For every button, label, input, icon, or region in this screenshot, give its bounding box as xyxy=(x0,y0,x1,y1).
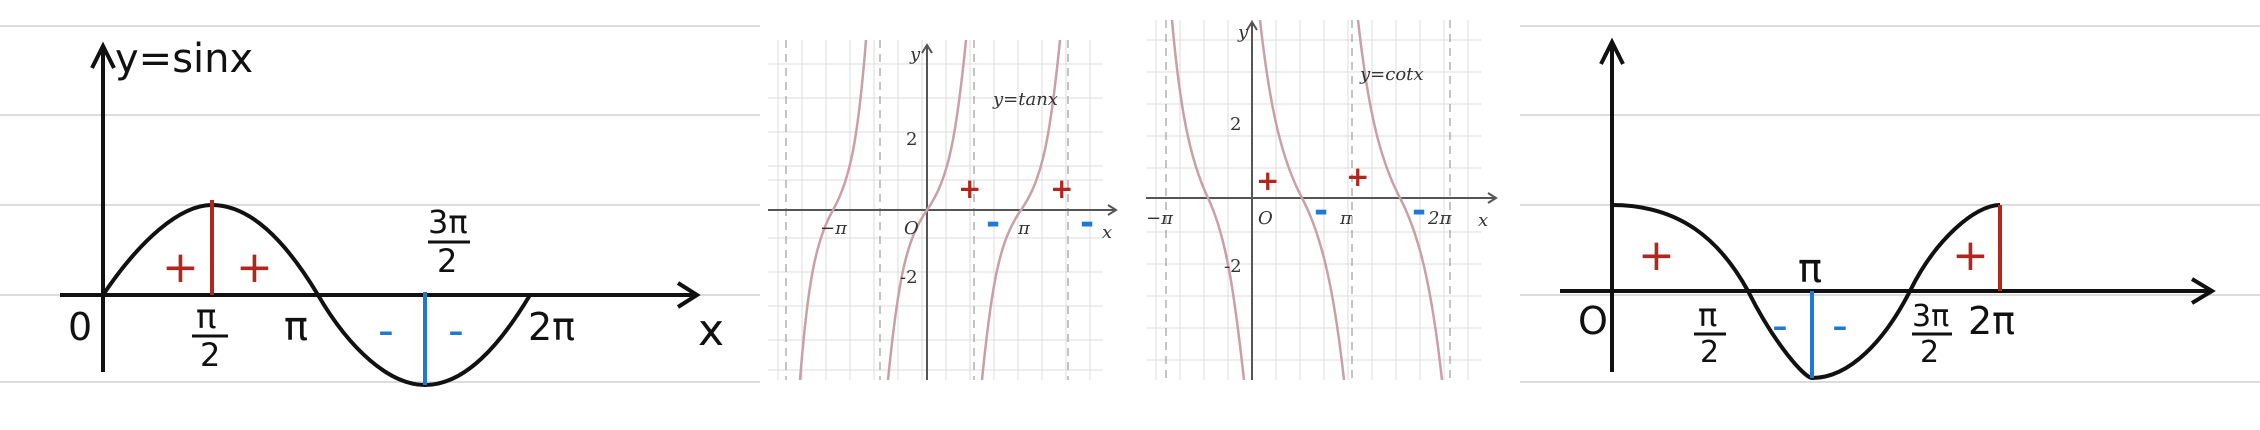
tan-graph-panel: y x y=tanx 2 -2 −π O π + + - - xyxy=(748,0,1126,430)
tan-branch xyxy=(798,39,868,381)
function-label: y=tanx xyxy=(992,89,1058,110)
tick-neg-pi: −π xyxy=(820,218,848,239)
pi-half-denominator: 2 xyxy=(200,336,220,374)
cos-sketch-svg: O π 2 π 3π 2 2π + + - - xyxy=(1520,25,2260,383)
origin-label: 0 xyxy=(68,305,92,349)
x-axis-arrow xyxy=(1107,204,1118,216)
y-axis-label: y xyxy=(1237,22,1249,43)
minus-sign: - xyxy=(1314,191,1328,231)
pi-half-numerator: π xyxy=(1698,296,1717,334)
tick-origin: O xyxy=(904,218,919,239)
y-axis-arrow xyxy=(90,41,116,69)
sine-curve xyxy=(101,202,532,388)
three-pi-half-numerator: 3π xyxy=(1912,299,1949,334)
three-pi-half-denominator: 2 xyxy=(437,242,457,280)
function-label: y=cotx xyxy=(1359,64,1424,85)
x-axis-arrow xyxy=(1487,192,1498,204)
three-pi-half-numerator: 3π xyxy=(428,203,468,241)
notebook-lines xyxy=(1520,25,2260,383)
minus-sign: - xyxy=(1772,300,1788,351)
cot-branch xyxy=(1356,19,1444,381)
two-pi-label: 2π xyxy=(1968,299,2015,343)
plus-sign: + xyxy=(958,172,981,205)
tan-branch xyxy=(886,39,968,381)
minus-sign: - xyxy=(1080,203,1094,243)
origin-label: O xyxy=(1578,299,1608,343)
y-axis-label: y xyxy=(909,44,921,65)
pi-label: π xyxy=(1798,246,1822,292)
cot-curve xyxy=(1170,19,1444,381)
x-axis-label: x xyxy=(1102,222,1112,243)
sin-sketch-svg: y=sinx x 0 π 2 π 3π 2 2π + + - - xyxy=(0,25,760,388)
tan-branch xyxy=(980,39,1062,381)
y-axis-arrow xyxy=(921,43,933,54)
minus-sign: - xyxy=(1412,191,1426,231)
cot-branch xyxy=(1170,19,1246,381)
minus-sign: - xyxy=(1832,300,1848,351)
tick-pi: π xyxy=(1017,218,1031,239)
x-axis-arrow xyxy=(2190,277,2216,305)
pi-half-denominator: 2 xyxy=(1700,335,1719,370)
grid xyxy=(1146,20,1481,380)
tick-origin: O xyxy=(1258,208,1273,229)
cot-branch xyxy=(1258,19,1346,381)
three-pi-half-denominator: 2 xyxy=(1920,335,1939,370)
pi-label: π xyxy=(284,304,308,350)
y-axis-arrow xyxy=(1246,20,1258,31)
cos-sketch-panel: O π 2 π 3π 2 2π + + - - xyxy=(1520,0,2260,430)
tan-graph-svg: y x y=tanx 2 -2 −π O π + + - - xyxy=(768,39,1118,381)
cot-graph-svg: y x y=cotx 2 -2 −π O π 2π + + - - xyxy=(1146,19,1498,381)
tick-y-2: 2 xyxy=(1230,114,1241,135)
plus-sign: + xyxy=(1050,172,1073,205)
plus-sign: + xyxy=(162,242,199,293)
sin-sketch-panel: y=sinx x 0 π 2 π 3π 2 2π + + - - xyxy=(0,0,760,430)
tick-y-neg-2: -2 xyxy=(900,267,918,288)
x-axis-label: x xyxy=(698,305,724,356)
tan-curve xyxy=(798,39,1062,381)
y-axis-arrow xyxy=(1599,37,1625,65)
tick-pi: π xyxy=(1339,208,1353,229)
pi-half-numerator: π xyxy=(196,297,216,337)
two-pi-label: 2π xyxy=(528,305,575,349)
plus-sign: + xyxy=(236,242,273,293)
plus-sign: + xyxy=(1346,160,1369,193)
x-axis-arrow xyxy=(676,281,701,309)
tick-neg-pi: −π xyxy=(1146,208,1174,229)
plus-sign: + xyxy=(1638,230,1675,281)
plus-sign: + xyxy=(1952,230,1989,281)
tick-two-pi: 2π xyxy=(1427,208,1452,229)
minus-sign: - xyxy=(448,305,464,356)
x-axis-label: x xyxy=(1478,210,1488,231)
minus-sign: - xyxy=(378,305,394,356)
function-title: y=sinx xyxy=(115,36,253,82)
cot-graph-panel: y x y=cotx 2 -2 −π O π 2π + + - - xyxy=(1136,0,1508,430)
plus-sign: + xyxy=(1256,164,1279,197)
minus-sign: - xyxy=(986,203,1000,243)
tick-y-neg-2: -2 xyxy=(1224,256,1242,277)
tick-y-2: 2 xyxy=(906,129,917,150)
